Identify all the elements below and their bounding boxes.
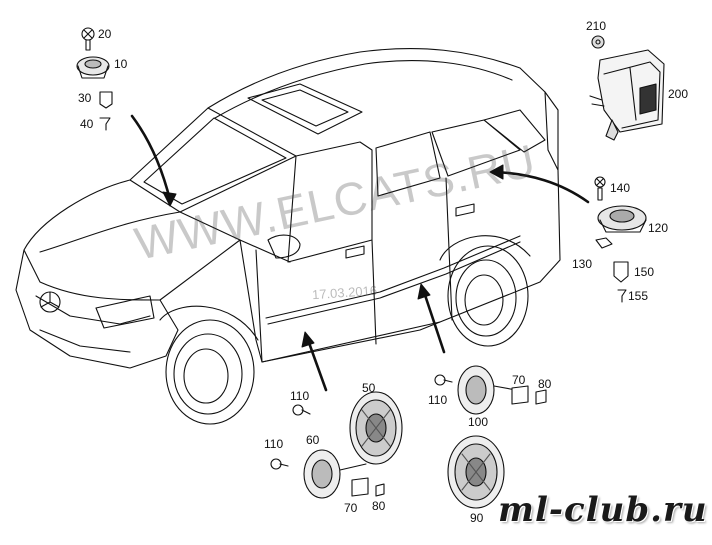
door-speaker-90	[447, 435, 505, 509]
callout-20: 20	[98, 27, 112, 41]
callout-30: 30	[78, 91, 92, 105]
callout-100: 100	[468, 415, 489, 429]
callout-110-lower: 110	[264, 437, 284, 451]
callout-10: 10	[114, 57, 128, 71]
callout-155: 155	[628, 289, 649, 303]
door-tweeter-60	[270, 404, 385, 499]
callout-130: 130	[572, 257, 593, 271]
callout-110-upper: 110	[290, 389, 310, 403]
callout-200: 200	[668, 87, 689, 101]
callout-50: 50	[362, 381, 376, 395]
door-tweeter-100	[434, 365, 547, 415]
callout-70-front: 70	[344, 501, 358, 515]
callout-90: 90	[470, 511, 484, 525]
callout-110-rear: 110	[428, 393, 448, 407]
callout-70-rear: 70	[512, 373, 526, 387]
callout-120: 120	[648, 221, 669, 235]
callout-210: 210	[586, 19, 607, 33]
leader-arrows	[130, 114, 590, 392]
door-speaker-50	[349, 391, 403, 465]
brand-watermark: ml-club.ru	[498, 490, 708, 530]
callout-80-front: 80	[372, 499, 386, 513]
callout-150: 150	[634, 265, 655, 279]
callout-60: 60	[306, 433, 320, 447]
callout-40: 40	[80, 117, 94, 131]
vehicle-outline	[15, 47, 561, 425]
callout-140: 140	[610, 181, 631, 195]
callout-80-rear: 80	[538, 377, 552, 391]
rear-speaker-group	[594, 176, 647, 303]
tweeter-group-front	[76, 27, 113, 131]
amplifier-group	[589, 35, 665, 141]
